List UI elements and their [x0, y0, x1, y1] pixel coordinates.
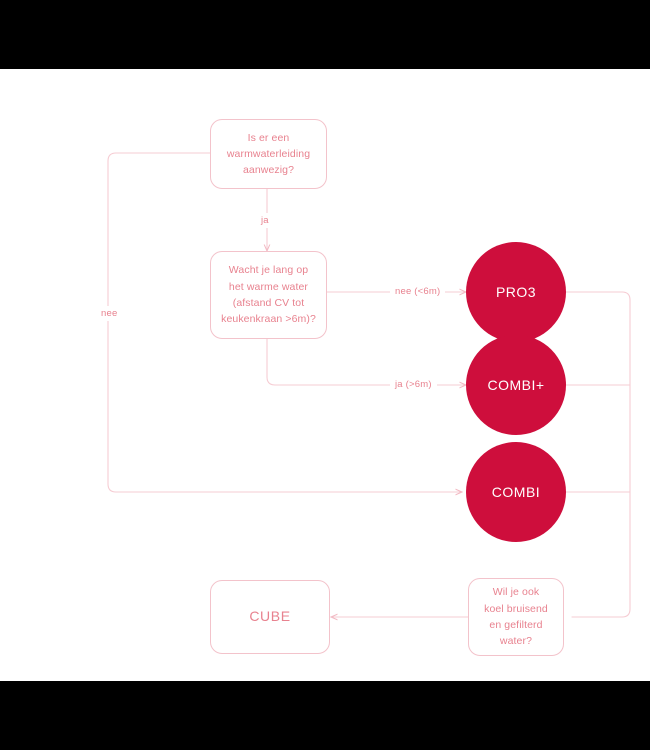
node-result-combi[interactable]: COMBI	[466, 442, 566, 542]
node-q3-bruisend-water[interactable]: Wil je ook koel bruisend en gefilterd wa…	[468, 578, 564, 656]
node-combiplus-label: COMBI+	[487, 377, 545, 393]
node-cube-label: CUBE	[249, 608, 291, 625]
node-result-pro3[interactable]: PRO3	[466, 242, 566, 342]
node-q2-text: Wacht je lang op het warme water (afstan…	[221, 264, 316, 326]
letterbox-bottom	[0, 681, 650, 750]
edge-label-q1-ja: ja	[256, 213, 274, 228]
edge-label-q2-ja: ja (>6m)	[390, 377, 437, 392]
node-pro3-label: PRO3	[495, 284, 537, 300]
node-q2-wachttijd[interactable]: Wacht je lang op het warme water (afstan…	[210, 251, 327, 339]
node-result-combiplus[interactable]: COMBI+	[466, 335, 566, 435]
node-q1-text: Is er een warmwaterleiding aanwezig?	[226, 131, 311, 177]
node-q3-text: Wil je ook koel bruisend en gefilterd wa…	[484, 586, 548, 648]
node-result-cube[interactable]: CUBE	[210, 580, 330, 654]
node-q1-warmwaterleiding[interactable]: Is er een warmwaterleiding aanwezig?	[210, 119, 327, 189]
letterbox-top	[0, 0, 650, 69]
edge-label-q1-nee: nee	[96, 306, 123, 321]
edge-label-q2-nee: nee (<6m)	[390, 284, 446, 299]
node-combi-label: COMBI	[491, 484, 541, 500]
